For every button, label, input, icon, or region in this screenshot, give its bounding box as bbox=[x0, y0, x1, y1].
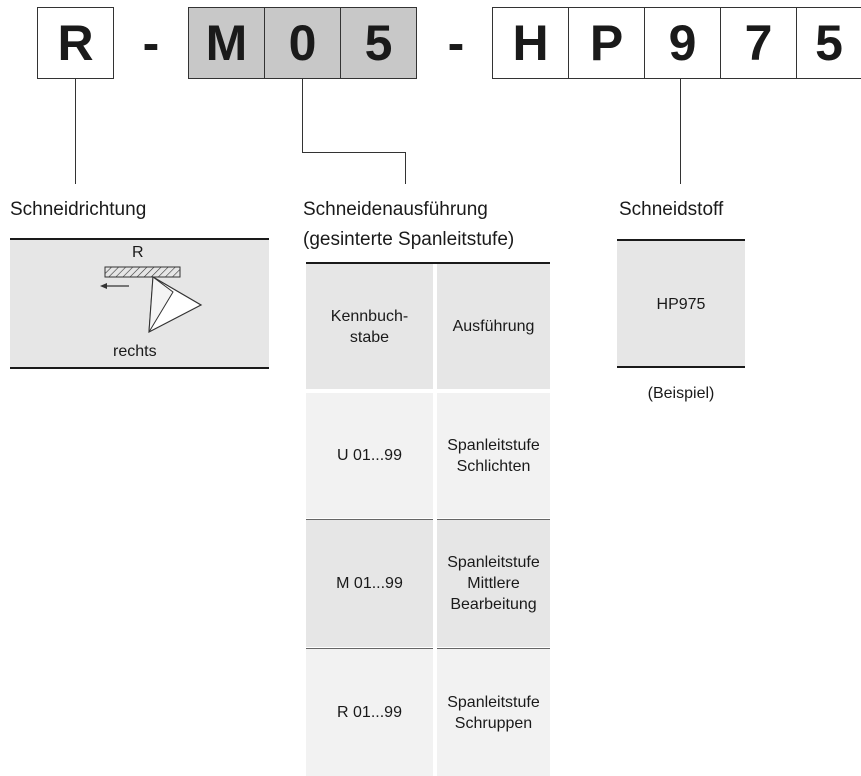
code-char-design-3: 5 bbox=[340, 7, 417, 79]
divider bbox=[617, 366, 745, 368]
divider bbox=[306, 262, 550, 264]
code-char-prefix: R bbox=[37, 7, 114, 79]
table-column-separator bbox=[433, 264, 437, 776]
cutting-material-value: HP975 bbox=[656, 295, 706, 313]
code-char-material-4: 7 bbox=[720, 7, 797, 79]
connector-line bbox=[302, 152, 406, 153]
table-cell-design: Spanleitstufe Schruppen bbox=[447, 693, 540, 732]
connector-line bbox=[75, 79, 76, 184]
code-separator: - bbox=[142, 15, 160, 71]
connector-line bbox=[680, 79, 681, 184]
table-header-cell: Kennbuch- stabe bbox=[330, 307, 409, 346]
code-char-design-1: M bbox=[188, 7, 265, 79]
table-row bbox=[306, 520, 550, 647]
divider bbox=[617, 239, 745, 241]
table-row-separator bbox=[306, 519, 550, 520]
table-cell-design: Spanleitstufe Mittlere Bearbeitung bbox=[447, 554, 540, 613]
table-row-separator bbox=[306, 648, 550, 649]
table-header-cell: Ausführung bbox=[452, 318, 535, 335]
table-cell-code: M 01...99 bbox=[336, 575, 403, 592]
cutting-direction-letter: R bbox=[132, 244, 144, 261]
divider bbox=[10, 238, 269, 240]
connector-line bbox=[302, 79, 303, 152]
cutting-material-title: Schneidstoff bbox=[619, 199, 724, 220]
insert-direction-icon bbox=[100, 266, 203, 334]
cutting-material-panel bbox=[617, 241, 745, 366]
cutting-direction-panel bbox=[10, 240, 269, 368]
code-char-material-2: P bbox=[568, 7, 645, 79]
code-separator: - bbox=[447, 15, 465, 71]
cutting-direction-caption: rechts bbox=[113, 343, 157, 360]
cutting-direction-title: Schneidrichtung bbox=[10, 199, 147, 220]
code-char-design-2: 0 bbox=[264, 7, 341, 79]
cutting-design-subtitle: (gesinterte Spanleitstufe) bbox=[303, 229, 515, 250]
table-cell-design: Spanleitstufe Schlichten bbox=[447, 436, 540, 475]
table-row bbox=[306, 649, 550, 776]
code-char-material-5: 5 bbox=[796, 7, 861, 79]
table-row bbox=[306, 393, 550, 518]
cutting-design-title: Schneidenausführung bbox=[303, 199, 488, 220]
table-cell-code: U 01...99 bbox=[337, 447, 402, 464]
table-row-separator bbox=[306, 389, 550, 393]
table-header-row bbox=[306, 264, 550, 389]
connector-line bbox=[405, 152, 406, 184]
code-char-material-3: 9 bbox=[644, 7, 721, 79]
cutting-material-note: (Beispiel) bbox=[647, 384, 715, 402]
divider bbox=[10, 367, 269, 369]
table-cell-code: R 01...99 bbox=[337, 704, 402, 721]
code-char-material-1: H bbox=[492, 7, 569, 79]
